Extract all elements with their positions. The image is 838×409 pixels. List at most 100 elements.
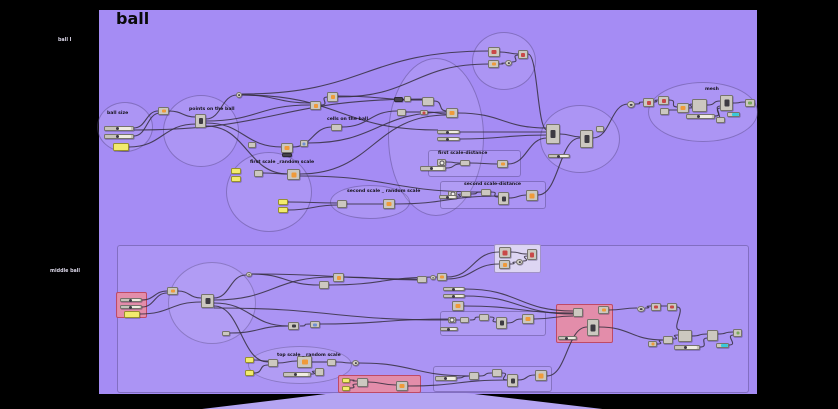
component[interactable] (720, 95, 733, 111)
number-slider[interactable] (120, 305, 142, 309)
parameter-node[interactable] (430, 275, 436, 280)
component[interactable] (546, 124, 560, 144)
component[interactable] (692, 99, 707, 112)
slider-grip[interactable] (451, 294, 455, 298)
component[interactable] (297, 356, 312, 368)
component[interactable] (452, 301, 464, 311)
component[interactable] (281, 143, 293, 153)
parameter-node[interactable] (246, 272, 252, 277)
slider-grip[interactable] (451, 287, 455, 291)
component[interactable] (488, 60, 499, 68)
slider-grip[interactable] (128, 305, 132, 309)
component[interactable] (716, 117, 725, 123)
component[interactable] (488, 47, 500, 57)
component[interactable] (417, 276, 427, 283)
number-slider[interactable] (437, 137, 460, 141)
data-panel[interactable] (278, 199, 288, 205)
parameter-node[interactable] (516, 259, 523, 265)
slider-grip[interactable] (293, 373, 297, 376)
component[interactable] (507, 374, 518, 387)
number-slider[interactable] (439, 195, 457, 199)
data-panel[interactable] (231, 168, 241, 174)
component[interactable] (268, 359, 278, 367)
component[interactable] (331, 124, 342, 131)
component[interactable] (437, 273, 447, 281)
component[interactable] (383, 199, 395, 209)
component[interactable] (651, 303, 661, 311)
component[interactable] (518, 50, 528, 59)
data-panel[interactable] (124, 311, 140, 318)
component[interactable] (496, 317, 507, 329)
component[interactable] (461, 191, 471, 197)
component[interactable] (167, 287, 178, 295)
component[interactable] (663, 336, 673, 344)
data-panel[interactable] (245, 370, 254, 376)
group-outline[interactable] (163, 95, 239, 167)
component[interactable] (660, 108, 669, 115)
component[interactable] (404, 96, 411, 102)
component[interactable] (526, 190, 538, 201)
component[interactable] (535, 370, 547, 381)
component[interactable] (492, 369, 502, 377)
number-slider[interactable] (443, 294, 465, 298)
component[interactable] (677, 103, 689, 113)
component[interactable] (497, 160, 508, 168)
swatch-color-area[interactable] (720, 344, 728, 347)
number-slider[interactable] (558, 336, 577, 340)
component[interactable] (479, 314, 489, 321)
component[interactable] (254, 170, 263, 177)
component[interactable] (201, 294, 214, 308)
component[interactable] (333, 273, 344, 282)
component[interactable] (195, 114, 206, 128)
dark-component[interactable] (394, 97, 403, 102)
number-slider[interactable] (120, 298, 142, 302)
slider-grip[interactable] (445, 130, 449, 134)
data-panel[interactable] (342, 378, 350, 383)
slider-grip[interactable] (128, 298, 132, 302)
group-outline[interactable] (472, 32, 536, 90)
component[interactable] (158, 107, 169, 115)
component[interactable] (460, 317, 469, 323)
component[interactable] (460, 160, 470, 166)
component[interactable] (587, 319, 599, 336)
component[interactable] (248, 142, 256, 148)
component[interactable] (287, 169, 300, 180)
number-slider[interactable] (104, 134, 134, 139)
component[interactable] (498, 192, 509, 205)
parameter-node[interactable] (627, 101, 635, 108)
component[interactable] (396, 381, 408, 391)
component[interactable] (310, 101, 321, 110)
component[interactable] (327, 92, 338, 102)
component[interactable] (327, 359, 336, 366)
number-slider[interactable] (437, 130, 460, 134)
component[interactable] (658, 96, 669, 105)
component[interactable] (469, 372, 479, 380)
component[interactable] (667, 303, 677, 311)
parameter-node[interactable] (236, 92, 242, 98)
component[interactable] (288, 322, 299, 330)
parameter-node[interactable] (352, 360, 359, 366)
data-panel[interactable] (113, 143, 129, 151)
dark-component[interactable] (282, 153, 292, 157)
component[interactable] (527, 249, 537, 260)
component[interactable] (499, 247, 511, 258)
slider-grip[interactable] (684, 346, 688, 349)
slider-grip[interactable] (445, 137, 449, 141)
component[interactable] (596, 126, 604, 132)
group-outline[interactable] (338, 375, 421, 393)
number-slider[interactable] (104, 126, 134, 131)
component[interactable] (319, 281, 329, 289)
slider-grip[interactable] (443, 377, 447, 380)
component[interactable] (481, 189, 491, 196)
component[interactable] (422, 97, 434, 106)
number-slider[interactable] (674, 345, 700, 350)
component[interactable] (437, 159, 446, 166)
data-panel[interactable] (342, 386, 350, 391)
data-panel[interactable] (278, 207, 288, 213)
component[interactable] (573, 308, 583, 317)
slider-grip[interactable] (447, 327, 451, 331)
component[interactable] (678, 330, 692, 342)
number-slider[interactable] (443, 287, 465, 291)
slider-grip[interactable] (556, 154, 560, 158)
slider-grip[interactable] (697, 115, 701, 118)
